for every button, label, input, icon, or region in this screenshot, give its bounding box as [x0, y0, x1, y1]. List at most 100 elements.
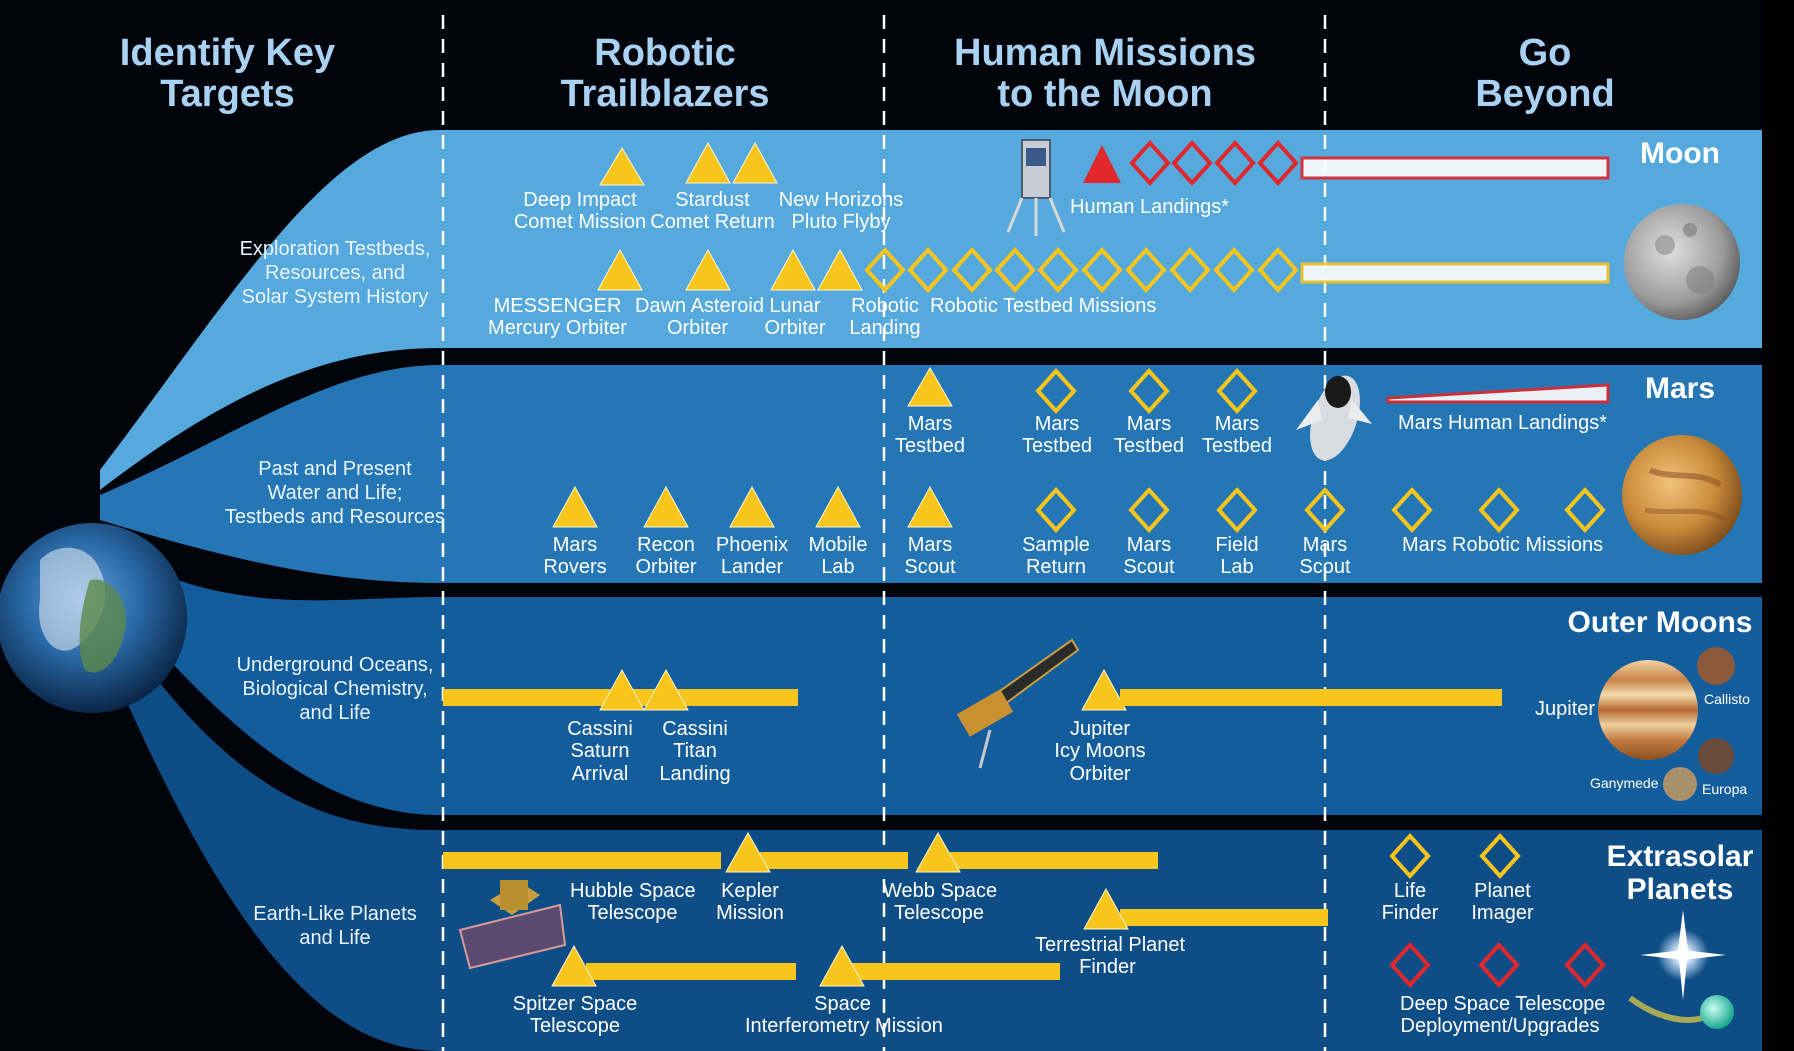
- triangle-marker-icon: [643, 485, 689, 528]
- triangle-marker-icon: [552, 485, 598, 528]
- diamond-marker-icon: [1128, 487, 1170, 533]
- spitzer-bar: [586, 963, 796, 980]
- label-dawn: Dawn Asteroid Orbiter: [635, 295, 764, 340]
- phase-header-line: Robotic: [594, 32, 736, 74]
- phase-header-line: Trailblazers: [560, 73, 770, 116]
- moon-robotic-bar: [1300, 262, 1610, 284]
- label-line: Testbed: [895, 435, 966, 458]
- label-line: Lab: [821, 556, 855, 579]
- label-tpf: Terrestrial Planet Finder: [1035, 934, 1185, 979]
- extrasolar-red-diamonds: [1389, 942, 1606, 988]
- label-mars-testbed: Mars Testbed: [1114, 413, 1184, 458]
- label-line: Mars: [907, 413, 953, 435]
- label-line: Lab: [1220, 556, 1254, 579]
- diamond-marker-icon: [1214, 140, 1256, 186]
- label-line: Stardust: [675, 189, 750, 211]
- callisto-label: Callisto: [1704, 691, 1750, 707]
- destination-moon: Moon: [1640, 137, 1720, 170]
- lander-icon: [1006, 139, 1066, 236]
- triangle-marker-icon: [817, 248, 863, 291]
- phase-header-identify: Identify Key Targets: [85, 32, 370, 116]
- label-line: Mars: [552, 534, 598, 556]
- category-moon: Exploration Testbeds, Resources, and Sol…: [210, 237, 460, 309]
- label-line: Mars: [1126, 413, 1172, 435]
- label-line: Mars: [1302, 534, 1348, 556]
- label-line: Testbed: [1114, 435, 1185, 458]
- label-line: Lunar: [769, 295, 821, 317]
- diamond-marker-icon: [1564, 487, 1606, 533]
- triangle-marker-icon: [643, 668, 689, 711]
- moon-icon: [1624, 204, 1740, 320]
- jupiter-icon: [1598, 660, 1698, 760]
- mars-robotic-diamonds: [1035, 487, 1606, 533]
- diamond-marker-icon: [907, 247, 949, 293]
- triangle-marker-icon: [551, 944, 597, 987]
- extrasolar-band-triangles: [551, 831, 1129, 987]
- label-human-landings: Human Landings*: [1070, 196, 1229, 218]
- star-icon: [1628, 910, 1734, 1029]
- band-outer: [100, 545, 1762, 815]
- triangle-marker-icon: [819, 944, 865, 987]
- label-line: Mars: [1034, 413, 1080, 435]
- category-extrasolar: Earth-Like Planets and Life: [210, 902, 460, 950]
- label-line: Life: [1393, 880, 1427, 902]
- label-line: Orbiter: [764, 317, 826, 340]
- triangle-marker-icon: [725, 831, 771, 873]
- label-sample-return: Sample Return: [1016, 534, 1096, 579]
- ganymede-icon: [1663, 767, 1697, 801]
- jimo-bar: [1120, 689, 1502, 706]
- label-life-finder: Life Finder: [1380, 880, 1440, 925]
- label-robotic-testbed: Robotic Testbed Missions: [930, 295, 1157, 317]
- label-line: Mars: [1126, 534, 1172, 556]
- category-outer: Underground Oceans, Biological Chemistry…: [210, 653, 460, 725]
- diamond-marker-icon: [1216, 487, 1258, 533]
- label-line: Robotic: [851, 295, 919, 317]
- label-line: Space: [814, 993, 871, 1015]
- diamond-marker-icon: [1304, 487, 1346, 533]
- triangle-marker-icon: [907, 485, 953, 528]
- diamond-marker-icon: [1213, 247, 1255, 293]
- label-mars-scout: Mars Scout: [1290, 534, 1360, 579]
- label-mobile-lab: Mobile Lab: [803, 534, 873, 579]
- diamond-marker-icon: [1169, 247, 1211, 293]
- label-lunar-orbiter: Lunar Orbiter: [760, 295, 830, 340]
- label-line: Phoenix: [715, 534, 789, 556]
- triangle-marker-icon: [732, 141, 778, 184]
- diamond-marker-icon: [1391, 487, 1433, 533]
- phase-header-line: Targets: [160, 73, 295, 116]
- category-line: Solar System History: [241, 286, 429, 308]
- label-messenger: MESSENGER Mercury Orbiter: [480, 295, 635, 340]
- label-line: Cassini: [567, 718, 633, 740]
- mars-testbed-diamonds: [1035, 368, 1258, 414]
- label-line: Mobile: [808, 534, 868, 556]
- label-deep-space-telescope: Deep Space Telescope Deployment/Upgrades: [1400, 993, 1605, 1038]
- diamond-marker-icon: [1035, 368, 1077, 414]
- triangle-marker-icon: [1083, 887, 1129, 930]
- label-line: Scout: [1299, 556, 1351, 579]
- label-cassini-saturn: Cassini Saturn Arrival: [565, 718, 635, 785]
- diamond-marker-icon: [1257, 140, 1299, 186]
- right-edge: [1762, 0, 1794, 1051]
- triangle-marker-icon: [907, 367, 953, 407]
- diamond-marker-icon: [1257, 247, 1299, 293]
- moon-human-diamonds: [1129, 140, 1299, 186]
- label-mars-robotic: Mars Robotic Missions: [1402, 534, 1604, 556]
- label-line: Rovers: [543, 556, 607, 579]
- label-line: Deployment/Upgrades: [1400, 1015, 1600, 1038]
- label-line: Testbed: [1022, 435, 1093, 458]
- label-mars-scout: Mars Scout: [1114, 534, 1184, 579]
- jupiter-label: Jupiter: [1535, 698, 1596, 720]
- category-line: and Life: [299, 927, 371, 949]
- label-line: Field: [1215, 534, 1259, 556]
- triangle-marker-icon: [685, 141, 731, 184]
- telescope-icon: [458, 880, 567, 970]
- triangle-marker-icon: [915, 831, 961, 873]
- label-line: Landing: [849, 317, 921, 340]
- label-line: Cassini: [662, 718, 728, 740]
- diamond-marker-icon: [1479, 833, 1521, 879]
- callisto-icon: [1697, 647, 1735, 685]
- label-line: Pluto Flyby: [791, 211, 891, 234]
- triangle-marker-icon: [685, 248, 731, 291]
